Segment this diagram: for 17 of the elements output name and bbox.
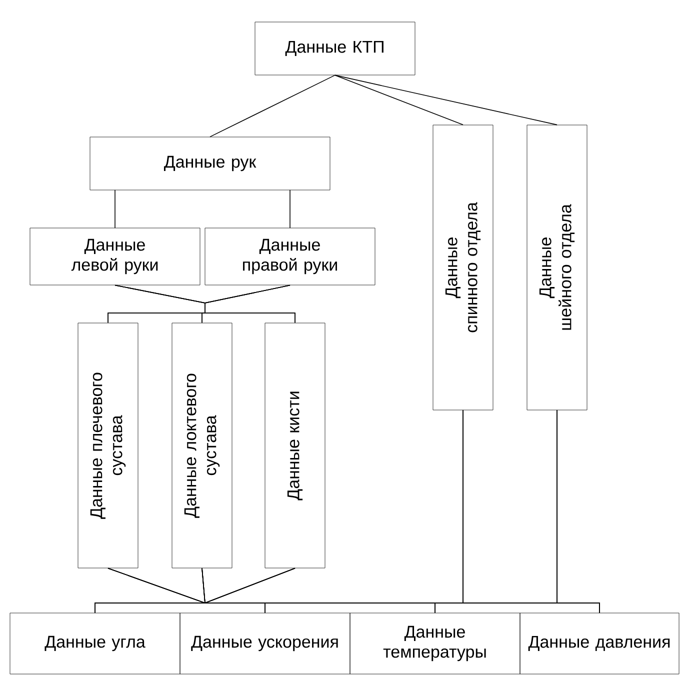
data-box: Данные правой руки: [204, 228, 376, 286]
connector-line: [334, 74, 464, 126]
data-box: Данные шейного отдела: [526, 124, 588, 410]
data-box: Данные спинного отдела: [432, 124, 494, 410]
connector-line: [334, 74, 558, 126]
data-box: Данные рук: [90, 136, 330, 190]
connector-line: [114, 190, 116, 228]
data-box: Данные давления: [520, 612, 680, 674]
data-box: Данные левой руки: [30, 228, 200, 286]
data-box: Данные КТП: [254, 22, 416, 76]
data-box: Данные температуры: [350, 612, 520, 674]
data-box: Данные плечевого сустава: [78, 322, 138, 568]
data-box: Данные локтевого сустава: [172, 322, 232, 568]
data-box: Данные угла: [10, 612, 180, 674]
data-box: Данные кисти: [264, 322, 326, 568]
data-box: Данные ускорения: [180, 612, 350, 674]
connector-line: [210, 74, 336, 138]
